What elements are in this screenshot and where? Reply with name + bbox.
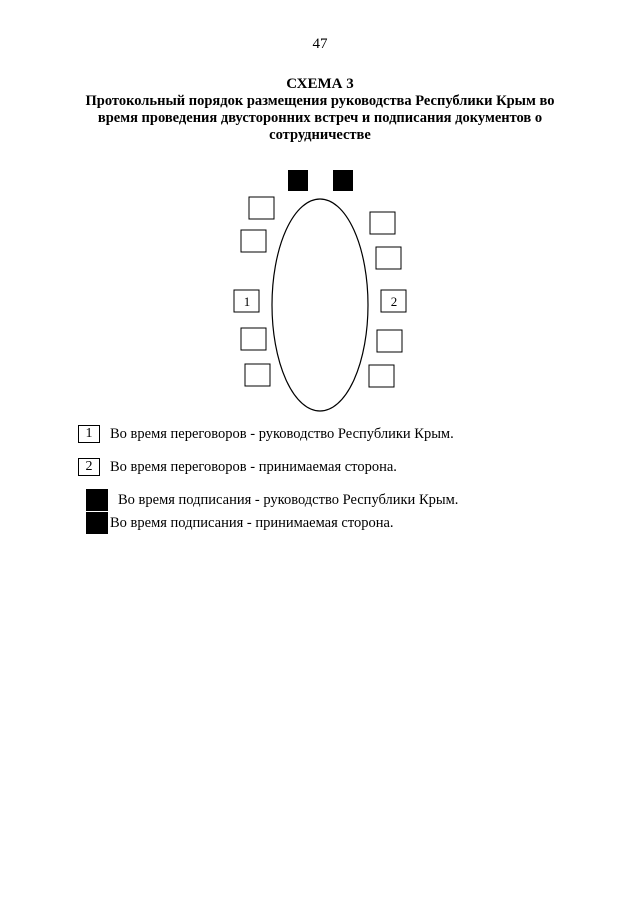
seat-right-2 <box>375 246 402 270</box>
legend-text: Во время подписания - принимаемая сторон… <box>110 514 394 531</box>
seat-right-4 <box>376 329 403 353</box>
legend-symbol-filled <box>86 489 108 511</box>
legend-item-guest-signing: Во время подписания - принимаемая сторон… <box>86 511 394 535</box>
scheme-title: СХЕМА 3 <box>286 76 354 92</box>
seat-right-1 <box>369 211 396 235</box>
subtitle-line-3: сотрудничестве <box>269 127 371 143</box>
page-number: 47 <box>312 36 328 52</box>
legend-item-host-negotiation: 1 Во время переговоров - руководство Рес… <box>78 422 454 446</box>
subtitle-line-2: время проведения двусторонних встреч и п… <box>97 110 543 126</box>
subtitle-line-1: Протокольный порядок размещения руководс… <box>85 93 555 109</box>
seat-label-left: 1 <box>244 294 251 309</box>
seat-right-5 <box>368 364 395 388</box>
legend-item-host-signing: Во время подписания - руководство Респуб… <box>86 488 458 512</box>
legend-text: Во время переговоров - принимаемая сторо… <box>110 458 397 475</box>
legend-text: Во время подписания - руководство Респуб… <box>118 491 459 508</box>
legend-item-guest-negotiation: 2 Во время переговоров - принимаемая сто… <box>78 455 397 479</box>
seat-left-1 <box>248 196 275 220</box>
signing-seat-host <box>288 170 308 191</box>
seating-diagram: 1 2 <box>233 170 407 412</box>
seat-left-2 <box>240 229 267 253</box>
seat-left-4 <box>240 327 267 351</box>
seat-label-right: 2 <box>391 294 398 309</box>
scheme-subtitle: Протокольный порядок размещения руководс… <box>70 93 570 144</box>
table <box>271 198 369 412</box>
seat-right-3 <box>380 289 407 313</box>
legend-symbol-1: 1 <box>78 425 100 443</box>
seat-left-3 <box>233 289 260 313</box>
legend-symbol-filled <box>86 512 108 534</box>
legend-symbol-2: 2 <box>78 458 100 476</box>
seat-left-5 <box>244 363 271 387</box>
signing-seat-guest <box>333 170 353 191</box>
legend-text: Во время переговоров - руководство Респу… <box>110 425 454 442</box>
